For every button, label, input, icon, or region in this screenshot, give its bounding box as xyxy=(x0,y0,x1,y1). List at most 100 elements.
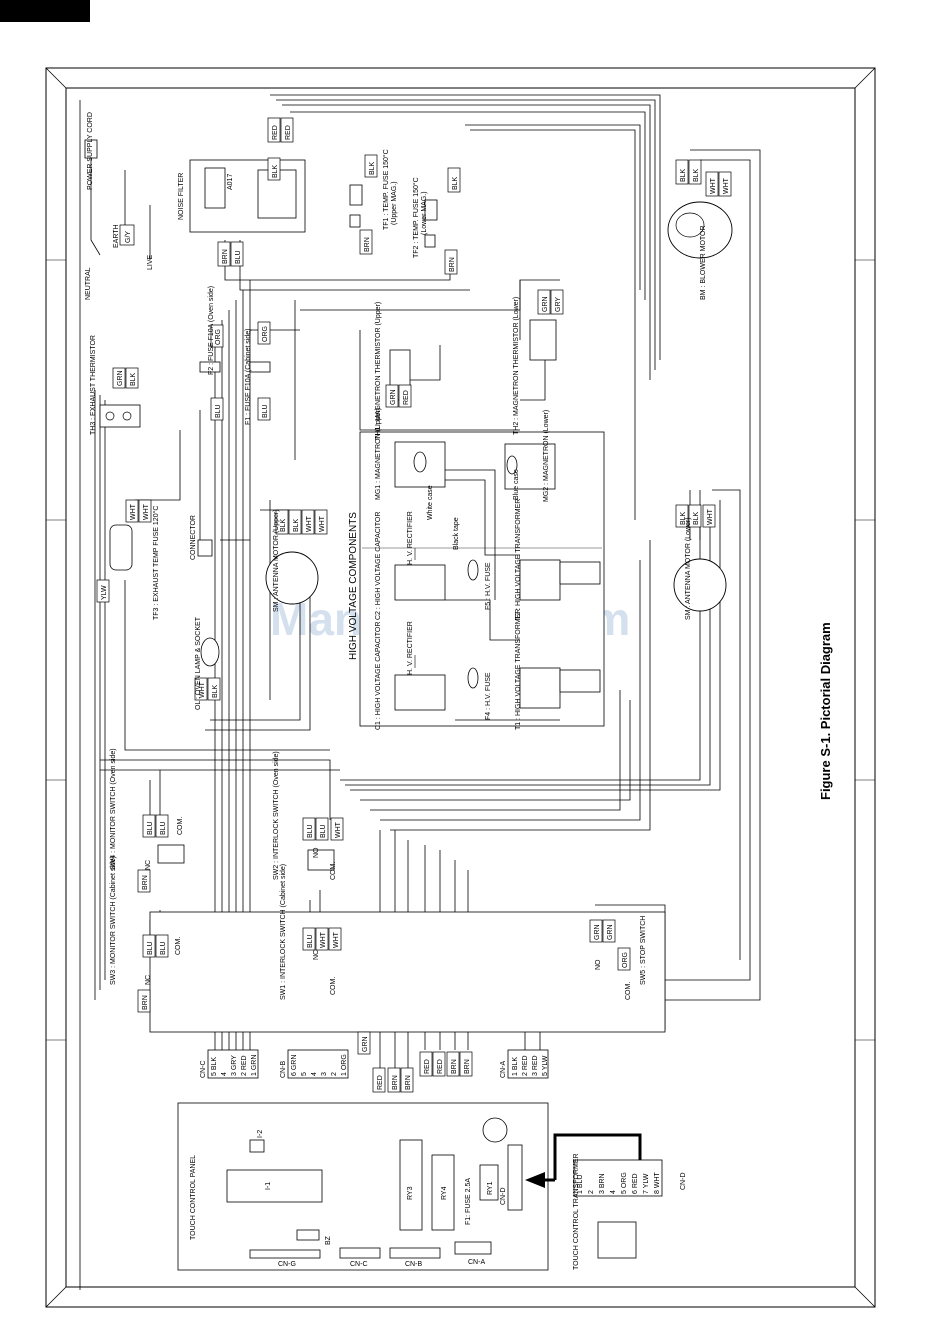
labels: POWER SUPPLY CORD EARTH NEUTRAL LIVE NOI… xyxy=(85,112,730,1270)
cn-b-pin-3: 3 xyxy=(321,1072,328,1076)
tag-brn: BRN xyxy=(405,1075,412,1090)
tag-blu: BLU xyxy=(160,941,167,955)
label-touch-control-transformer: TOUCH CONTROL TRANSFORMER xyxy=(573,1153,580,1270)
label-cn-a-panel: CN-A xyxy=(468,1259,485,1266)
label-tf2: TF2 : TEMP. FUSE 150°C xyxy=(412,177,420,258)
label-sw1: SW1 : INTERLOCK SWITCH (Cabinet side) xyxy=(280,864,287,1000)
tag-red: RED xyxy=(403,390,410,405)
label-sw4: SW4 : MONITOR SWITCH (Oven side) xyxy=(110,748,117,870)
tag-blk: BLK xyxy=(680,511,687,525)
label-f2: F2 : FUSE F10A (Oven side) xyxy=(208,286,215,375)
cn-c-pin-2: 2 RED xyxy=(241,1055,248,1076)
tag-blk: BLK xyxy=(272,164,279,178)
cn-c-pin-4: 4 xyxy=(221,1072,228,1076)
tag-org: ORG xyxy=(215,329,222,345)
tag-grn: GRN xyxy=(362,1036,369,1052)
components xyxy=(84,139,733,1271)
label-tf1-sub: (Upper MAG.) xyxy=(391,181,398,225)
tag-blu: BLU xyxy=(215,404,222,418)
tag-gy: G/Y xyxy=(125,231,132,243)
cn-c-block xyxy=(207,1049,259,1079)
wiring-harness xyxy=(79,94,761,1290)
label-com-sw2: COM. xyxy=(330,862,337,880)
tag-blk: BLK xyxy=(293,518,300,532)
tag-brn: BRN xyxy=(142,995,149,1010)
tag-wht: WHT xyxy=(143,503,150,520)
tag-org: ORG xyxy=(262,326,269,342)
tag-blu: BLU xyxy=(147,941,154,955)
cn-d-pin-1: 1 BLU xyxy=(577,1175,584,1194)
label-sw3: SW3 : MONITOR SWITCH (Cabinet side) xyxy=(110,856,117,985)
cn-a-pin-2: 2 RED xyxy=(522,1055,529,1076)
tag-ylw: YLW xyxy=(101,585,108,600)
tag-red: RED xyxy=(377,1075,384,1090)
tag-red: RED xyxy=(272,125,279,140)
high-voltage-group xyxy=(359,431,605,727)
tag-wht: WHT xyxy=(335,821,342,838)
tag-blu: BLU xyxy=(160,821,167,835)
tag-grn: GRN xyxy=(542,296,549,312)
tag-brn: BRN xyxy=(364,237,371,252)
oven-lamp xyxy=(200,637,220,667)
cn-d-pin-5: 5 ORG xyxy=(621,1172,628,1194)
antenna-motor-lower xyxy=(673,558,727,612)
tag-wht: WHT xyxy=(130,503,137,520)
label-nc-sw4: NC xyxy=(145,860,152,870)
tag-blu: BLU xyxy=(320,824,327,838)
tag-brn: BRN xyxy=(222,249,229,264)
cn-b-pin-6: 6 GRN xyxy=(291,1055,298,1076)
cn-d-pin-7: 7 YLW xyxy=(643,1173,650,1194)
tag-org: ORG xyxy=(622,952,629,968)
tag-blk: BLK xyxy=(130,372,137,386)
label-power-cord: POWER SUPPLY CORD xyxy=(87,112,94,190)
tag-brn: BRN xyxy=(464,1059,471,1074)
cn-c-pin-1: 1 GRN xyxy=(251,1055,258,1076)
tag-blk: BLK xyxy=(280,518,287,532)
label-nc-sw3: NC xyxy=(145,975,152,985)
label-tf2-sub: (Lower MAG.) xyxy=(421,191,428,235)
cn-d-pin-4: 4 xyxy=(610,1190,617,1194)
tag-wht: WHT xyxy=(707,508,714,525)
cn-c-pin-5: 5 BLK xyxy=(211,1057,218,1076)
label-c2: C2 : HIGH VOLTAGE CAPACITOR xyxy=(375,512,382,620)
label-cn-a: CN-A xyxy=(500,1061,507,1078)
tag-brn: BRN xyxy=(392,1075,399,1090)
tag-blu: BLU xyxy=(147,821,154,835)
label-bz: BZ xyxy=(325,1235,332,1245)
label-no-sw2: NO xyxy=(313,847,320,858)
label-mg1: MG1 : MAGNETRON (Upper) xyxy=(375,408,382,500)
label-sw5: SW5 : STOP SWITCH xyxy=(640,916,647,985)
label-t1: T1 : HIGH VOLTAGE TRANSFORMER xyxy=(515,609,522,730)
hv-capacitor-2 xyxy=(394,564,446,601)
cn-b-pin-4: 4 xyxy=(311,1072,318,1076)
tag-grn: GRN xyxy=(390,389,397,405)
label-th1: TH1 : MAGNETRON THERMISTOR (Upper) xyxy=(375,302,382,440)
tag-red: RED xyxy=(424,1059,431,1074)
label-hv-rectifier-1: H. V. RECTIFIER xyxy=(407,621,414,675)
page-corner-tab xyxy=(0,0,90,22)
label-cn-b: CN-B xyxy=(280,1061,287,1078)
figure-caption: Figure S-1. Pictorial Diagram xyxy=(818,622,833,800)
hv-transformer-1 xyxy=(519,667,561,709)
label-f1: F1 : FUSE F10A (Cabinet side) xyxy=(245,329,252,425)
label-com-sw3: COM. xyxy=(175,937,182,955)
tag-wht: WHT xyxy=(320,931,327,948)
tag-blk: BLK xyxy=(693,511,700,525)
tag-brn: BRN xyxy=(142,875,149,890)
cn-d-pin-3: 3 BRN xyxy=(599,1173,606,1194)
magnetron-1 xyxy=(394,441,446,488)
label-nc-sw1: NC xyxy=(313,950,320,960)
antenna-motor-upper xyxy=(265,551,319,605)
cn-a-pin-3: 3 RED xyxy=(532,1055,539,1076)
tag-wht: WHT xyxy=(319,515,326,532)
tag-wht: WHT xyxy=(723,177,730,194)
label-no-sw5: NO xyxy=(595,959,602,970)
label-cn-c: CN-C xyxy=(200,1061,207,1079)
label-i2: I-2 xyxy=(257,1130,264,1138)
label-f4: F4 : H.V. FUSE xyxy=(485,672,492,720)
magnetron-2 xyxy=(504,443,556,490)
tag-grn: GRN xyxy=(117,370,124,386)
touch-control-transformer xyxy=(597,1221,637,1259)
cn-c-pin-3: 3 GRY xyxy=(231,1055,238,1076)
